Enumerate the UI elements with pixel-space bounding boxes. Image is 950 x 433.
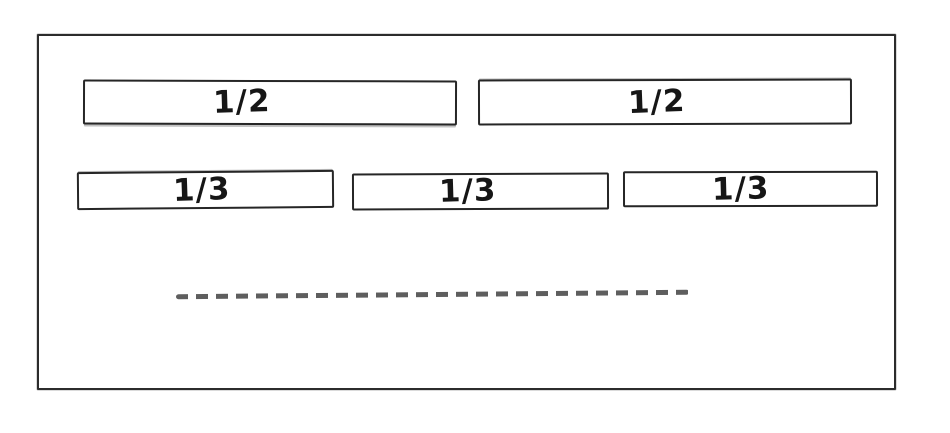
dashed-divider-line[interactable] [175, 289, 690, 300]
third-width-block-1[interactable]: 1/3 [76, 169, 335, 211]
third-width-block-3[interactable]: 1/3 [622, 169, 879, 208]
block-label: 1/2 [627, 82, 687, 121]
block-label: 1/3 [172, 170, 231, 209]
block-label: 1/3 [711, 169, 770, 208]
block-label: 1/3 [438, 172, 497, 210]
half-width-block-2[interactable]: 1/2 [477, 78, 853, 126]
block-label: 1/2 [212, 83, 272, 121]
third-width-block-2[interactable]: 1/3 [351, 172, 610, 211]
wireframe-outer-frame[interactable]: 1/2 1/2 1/3 1/3 1/3 [37, 34, 896, 390]
half-width-block-1[interactable]: 1/2 [82, 79, 458, 126]
